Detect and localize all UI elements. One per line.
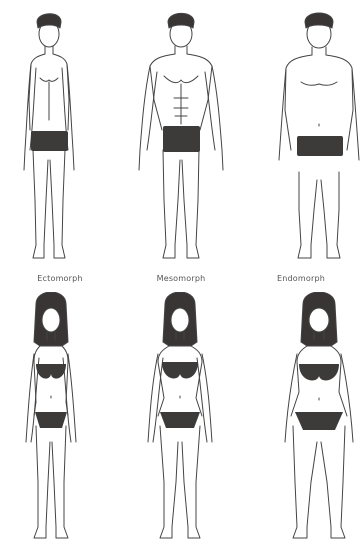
ectomorph-female-figure [0, 292, 120, 542]
endomorph-bottom [295, 412, 343, 430]
mesomorph-top [162, 362, 198, 378]
mesomorph-bottom [160, 412, 200, 428]
ectomorph-bottom [35, 412, 67, 428]
mesomorph-shorts [163, 126, 200, 152]
ectomorph-male-figure [0, 0, 120, 268]
ectomorph-shorts [31, 131, 68, 151]
label-endomorph: Endomorph [241, 274, 361, 283]
endomorph-shorts [297, 136, 343, 156]
endomorph-male-figure [241, 0, 361, 268]
endomorph-top [299, 364, 339, 380]
mesomorph-male-figure [120, 0, 240, 268]
mesomorph-female-figure [120, 292, 240, 542]
label-ectomorph: Ectomorph [0, 274, 120, 283]
endomorph-female-figure [241, 292, 361, 542]
ectomorph-top [36, 364, 66, 379]
label-mesomorph: Mesomorph [121, 274, 241, 283]
